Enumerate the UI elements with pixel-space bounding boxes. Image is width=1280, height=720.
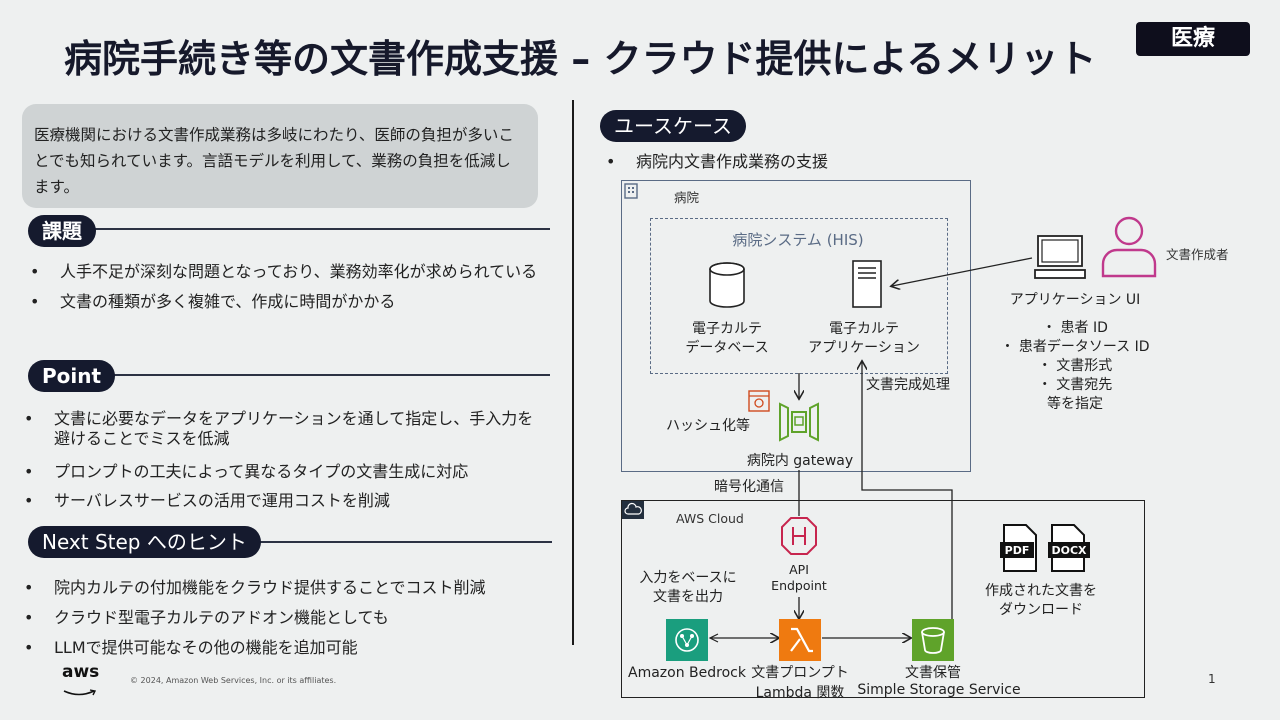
usecase-heading: ユースケース <box>600 110 746 142</box>
aws-cloud-label: AWS Cloud <box>676 511 744 526</box>
ui-param: 等を指定 <box>1047 396 1103 412</box>
docx-icon: DOCX <box>1048 524 1090 572</box>
download-label-1: 作成された文書を <box>985 583 1097 599</box>
copyright: © 2024, Amazon Web Services, Inc. or its… <box>130 676 337 685</box>
hash-label: ハッシュ化等 <box>666 418 750 434</box>
s3-label-1: 文書保管 <box>905 665 961 681</box>
download-label-2: ダウンロード <box>999 602 1083 618</box>
app-label-1: 電子カルテ <box>829 321 899 337</box>
bedrock-icon <box>666 619 708 661</box>
server-icon <box>852 260 882 308</box>
encrypt-label: 暗号化通信 <box>714 479 784 495</box>
next-heading: Next Step へのヒント <box>28 526 261 558</box>
s3-label-2: Simple Storage Service <box>857 682 1021 698</box>
s3-icon <box>912 619 954 661</box>
column-divider <box>572 100 574 645</box>
challenges-heading: 課題 <box>28 215 96 247</box>
ui-label: アプリケーション UI <box>1009 292 1141 308</box>
api-endpoint-icon <box>780 516 818 556</box>
lambda-label-1: 文書プロンプト <box>751 665 849 681</box>
hospital-boundary <box>621 180 971 472</box>
pdf-icon: PDF <box>1000 524 1040 572</box>
complete-label: 文書完成処理 <box>866 377 950 393</box>
lambda-icon <box>779 619 821 661</box>
hospital-label: 病院 <box>674 190 700 205</box>
db-label-1: 電子カルテ <box>692 321 762 337</box>
input-label-1: 入力をベースに <box>639 570 737 586</box>
database-icon <box>708 262 746 308</box>
intro-box: 医療機関における文書作成業務は多岐にわたり、医師の負担が多いことでも知られていま… <box>22 104 538 208</box>
aws-cloud-icon <box>622 501 644 519</box>
input-label-2: 文書を出力 <box>653 589 723 605</box>
ui-param: ・ 患者 ID <box>1042 320 1108 336</box>
building-icon <box>624 183 638 199</box>
next-divider <box>260 541 552 543</box>
author-label: 文書作成者 <box>1166 247 1229 262</box>
person-icon <box>1100 214 1158 278</box>
his-label: 病院システム (HIS) <box>732 231 864 249</box>
db-label-2: データベース <box>685 340 769 356</box>
point-divider <box>100 374 550 376</box>
bedrock-label: Amazon Bedrock <box>628 665 746 681</box>
desktop-icon <box>1034 234 1086 280</box>
lambda-label-2: Lambda 関数 <box>755 685 845 701</box>
aws-cloud-boundary <box>621 500 1145 698</box>
api-label-1: API <box>789 562 809 577</box>
ui-param: ・ 患者データソース ID <box>1000 339 1150 355</box>
gateway-label: 病院内 gateway <box>746 453 854 469</box>
gateway-icon <box>776 400 822 444</box>
ui-param: ・ 文書形式 <box>1037 358 1113 374</box>
page-title: 病院手続き等の文書作成支援 – クラウド提供によるメリット <box>64 37 1097 81</box>
page-number: 1 <box>1208 672 1216 686</box>
category-badge: 医療 <box>1136 22 1250 56</box>
aws-logo: aws <box>62 662 100 682</box>
point-heading: Point <box>28 360 116 392</box>
api-label-2: Endpoint <box>771 578 827 593</box>
aws-smile-icon <box>63 682 97 696</box>
ui-param: ・ 文書宛先 <box>1037 377 1113 393</box>
hash-icon <box>748 390 770 412</box>
challenges-divider <box>80 228 550 230</box>
app-label-2: アプリケーション <box>808 340 920 356</box>
